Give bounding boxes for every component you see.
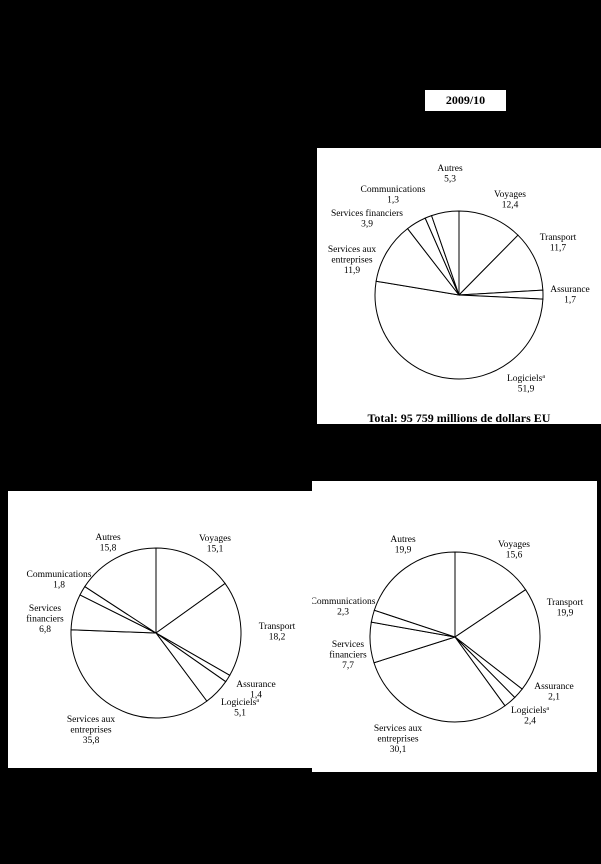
pie-slice-services-aux-entreprises — [373, 636, 506, 723]
pie-slice-logiciels — [374, 280, 544, 380]
pie-slice-services-aux-entreprises — [375, 227, 461, 296]
year-label: 2009/10 — [425, 90, 506, 111]
pie-slice-transport — [155, 582, 242, 677]
pie-slice-services-aux-entreprises — [70, 629, 208, 719]
pie-slice-transport — [457, 234, 544, 296]
pie-slice-autres — [84, 547, 157, 634]
pie-slice-voyages — [155, 547, 226, 634]
total-label: Total: 95 759 millions de dollars EU — [367, 411, 551, 424]
pie-slice-transport — [454, 588, 541, 690]
pie-slice-voyages — [454, 551, 527, 638]
pie-slice-voyages — [458, 210, 519, 297]
pie-slice-autres — [373, 551, 456, 638]
pie-slice-autres — [430, 210, 460, 296]
